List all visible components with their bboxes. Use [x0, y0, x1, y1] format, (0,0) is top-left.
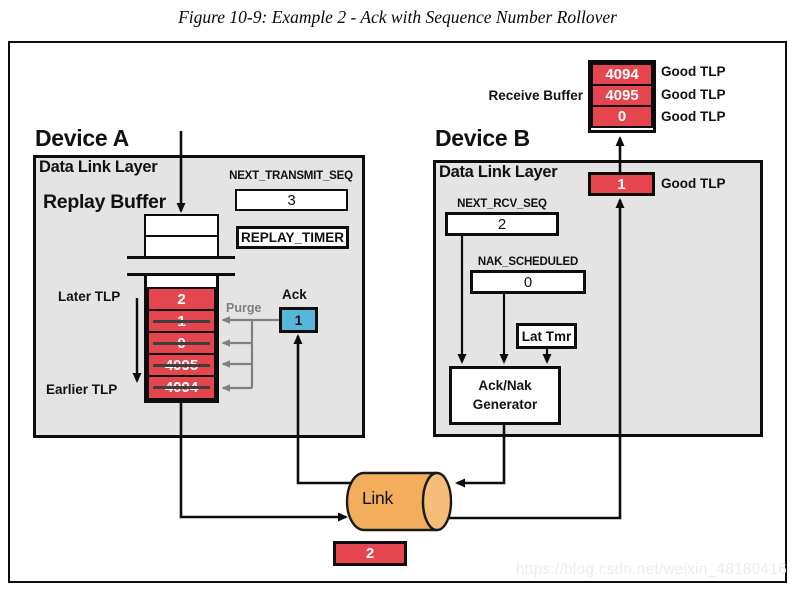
- arrow-generator-to-link: [455, 425, 506, 488]
- received-tlp-cell: 4095: [591, 84, 653, 107]
- incoming-tlp-box: 1: [588, 172, 655, 196]
- stack-break-line: [127, 273, 235, 276]
- ack-nak-generator-box: Ack/Nak Generator: [449, 366, 561, 425]
- empty-cell: [146, 237, 217, 258]
- ack-dllp-box: 1: [279, 307, 318, 333]
- earlier-tlp-label: Earlier TLP: [46, 382, 118, 397]
- watermark-text: https://blog.csdn.net/weixin_48180416: [515, 561, 787, 578]
- ack-label: Ack: [282, 287, 307, 302]
- next-rcv-seq-box: 2: [445, 212, 559, 236]
- arrow-link-to-device-b: [449, 198, 625, 520]
- figure-title: Figure 10-9: Example 2 - Ack with Sequen…: [178, 7, 617, 27]
- good-tlp-label: Good TLP: [661, 64, 726, 79]
- tlp-cell: 1: [147, 309, 216, 334]
- link-label: Link: [362, 488, 393, 508]
- receive-buffer-stack: 4094 4095 0: [588, 60, 656, 133]
- receive-buffer-label: Receive Buffer: [488, 88, 583, 103]
- empty-cell: [146, 216, 217, 237]
- tlp-cell: 0: [147, 331, 216, 356]
- figure-border: [8, 41, 787, 583]
- lat-tmr-box: Lat Tmr: [516, 323, 577, 349]
- arrow-link-to-ack-box: [293, 334, 352, 485]
- tlp-cell: 4095: [147, 353, 216, 378]
- device-a-heading: Device A: [35, 125, 129, 151]
- device-b-heading: Device B: [435, 125, 530, 151]
- good-tlp-label: Good TLP: [661, 176, 726, 191]
- replay-buffer-label: Replay Buffer: [43, 191, 166, 213]
- replay-buffer-empty-cells: [144, 214, 219, 257]
- nak-scheduled-box: 0: [470, 270, 586, 294]
- in-flight-tlp-box: 2: [333, 541, 407, 566]
- tlp-cell: 2: [147, 287, 216, 312]
- received-tlp-cell: 0: [591, 105, 653, 128]
- tlp-cell: 4094: [147, 375, 216, 400]
- next-transmit-seq-box: 3: [235, 189, 348, 211]
- arrow-device-a-to-link: [179, 401, 348, 522]
- stack-break-line: [127, 256, 235, 259]
- next-transmit-seq-label: NEXT_TRANSMIT_SEQ: [229, 170, 353, 182]
- later-tlp-label: Later TLP: [58, 289, 121, 304]
- replay-buffer-tlp-stack: 2 1 0 4095 4094: [144, 276, 219, 403]
- next-rcv-seq-label: NEXT_RCV_SEQ: [457, 198, 547, 210]
- purge-label: Purge: [226, 301, 262, 315]
- received-tlp-cell: 4094: [591, 63, 653, 86]
- nak-scheduled-label: NAK_SCHEDULED: [477, 256, 579, 268]
- device-b-data-link-layer-label: Data Link Layer: [439, 163, 558, 181]
- good-tlp-label: Good TLP: [661, 87, 726, 102]
- device-a-data-link-layer-label: Data Link Layer: [39, 158, 158, 176]
- good-tlp-label: Good TLP: [661, 109, 726, 124]
- replay-timer-box: REPLAY_TIMER: [236, 226, 349, 249]
